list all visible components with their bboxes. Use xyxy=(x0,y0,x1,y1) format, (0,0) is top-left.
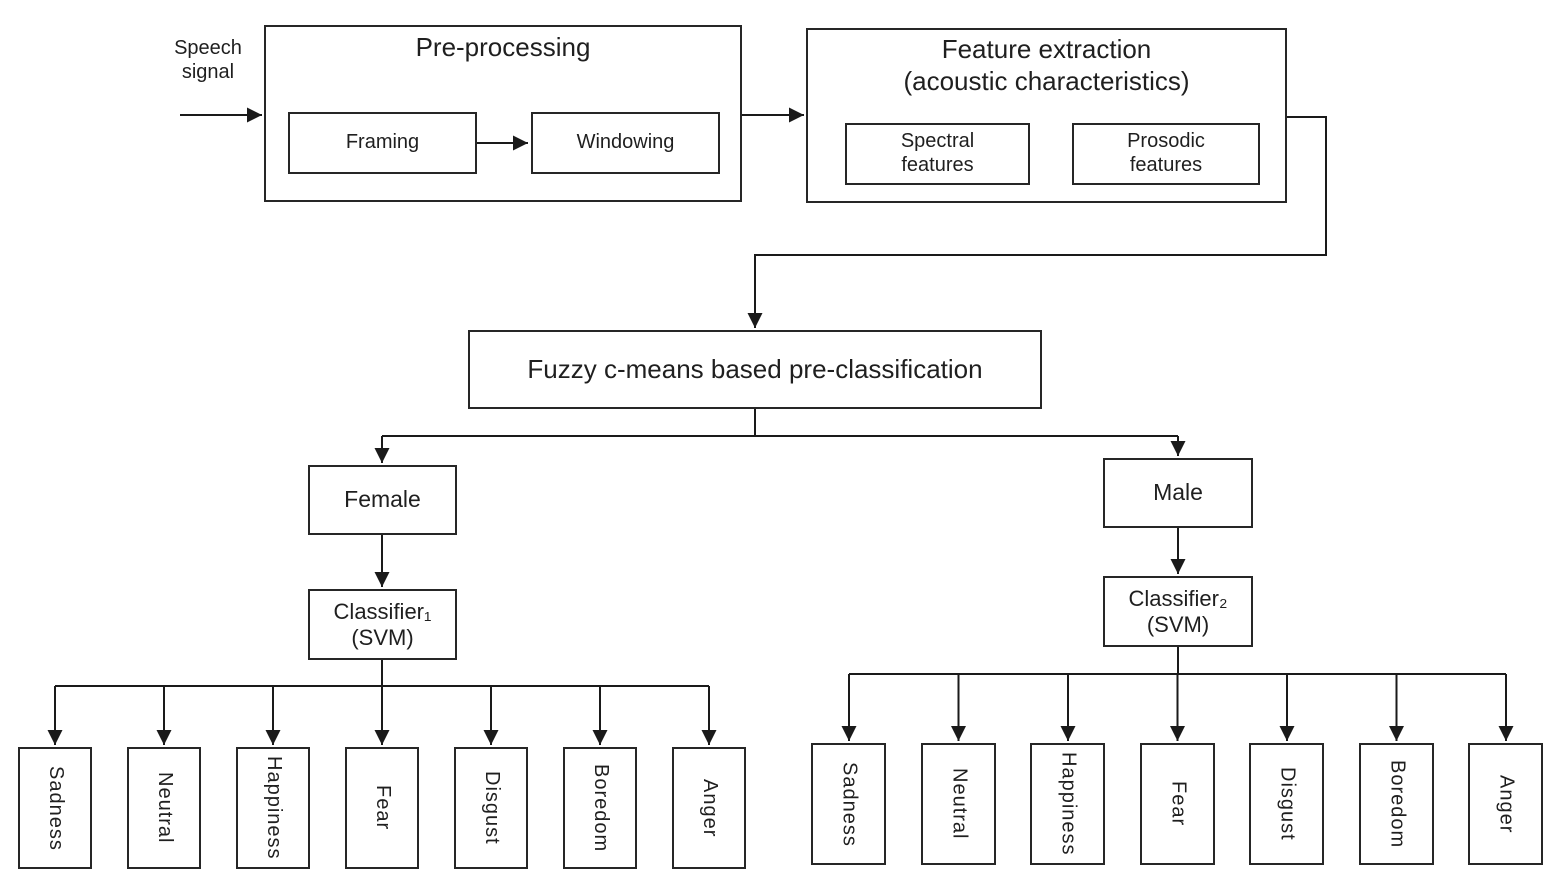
emotion-label: Fear xyxy=(1167,781,1190,827)
emotion-box-left-neutral: Neutral xyxy=(127,747,201,869)
emotion-box-left-anger: Anger xyxy=(672,747,746,869)
emotion-box-right-happiness: Happiness xyxy=(1030,743,1105,865)
spectral-features-box: Spectral features xyxy=(845,123,1030,185)
emotion-box-left-sadness: Sadness xyxy=(18,747,92,869)
emotion-box-left-fear: Fear xyxy=(345,747,419,869)
emotion-label: Happiness xyxy=(1057,752,1080,856)
connector-feature-extraction-to-fuzzy xyxy=(747,116,1327,328)
emotion-label: Neutral xyxy=(153,772,176,844)
emotion-box-right-boredom: Boredom xyxy=(1359,743,1434,865)
emotion-label: Happiness xyxy=(262,756,285,860)
emotion-box-right-disgust: Disgust xyxy=(1249,743,1324,865)
emotion-box-left-disgust: Disgust xyxy=(454,747,528,869)
emotion-label: Disgust xyxy=(1276,767,1299,841)
emotion-label: Sadness xyxy=(838,761,861,847)
emotion-box-right-sadness: Sadness xyxy=(811,743,886,865)
framing-box: Framing xyxy=(288,112,477,174)
emotion-label: Anger xyxy=(698,778,721,838)
preprocessing-title: Pre-processing xyxy=(415,32,591,62)
prosodic-features-box: Prosodic features xyxy=(1072,123,1260,185)
emotion-box-left-boredom: Boredom xyxy=(563,747,637,869)
feature-extraction-box: Feature extraction (acoustic characteris… xyxy=(806,28,1287,203)
emotion-label: Boredom xyxy=(1386,759,1409,849)
classifier2-box: Classifier₂ (SVM) xyxy=(1103,576,1253,647)
female-box: Female xyxy=(308,465,457,535)
classifier1-box: Classifier₁ (SVM) xyxy=(308,589,457,660)
emotion-label: Neutral xyxy=(948,768,971,840)
emotion-label: Disgust xyxy=(480,771,503,845)
emotion-box-right-neutral: Neutral xyxy=(921,743,996,865)
emotion-box-right-fear: Fear xyxy=(1140,743,1215,865)
emotion-label: Fear xyxy=(371,785,394,831)
preprocessing-box: Pre-processing xyxy=(264,25,742,202)
emotion-box-right-anger: Anger xyxy=(1468,743,1543,865)
emotion-box-left-happiness: Happiness xyxy=(236,747,310,869)
male-box: Male xyxy=(1103,458,1253,528)
windowing-box: Windowing xyxy=(531,112,720,174)
emotion-label: Sadness xyxy=(44,765,67,851)
speech-signal-label: Speech signal xyxy=(174,37,242,83)
emotion-label: Anger xyxy=(1495,774,1518,834)
fuzzy-preclassification-box: Fuzzy c-means based pre-classification xyxy=(468,330,1042,409)
emotion-label: Boredom xyxy=(589,763,612,853)
feature-extraction-title: Feature extraction (acoustic characteris… xyxy=(903,34,1190,96)
